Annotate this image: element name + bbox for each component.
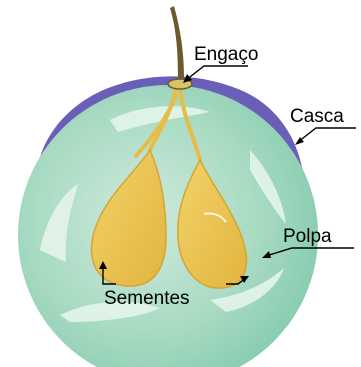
stem: [170, 6, 184, 78]
label-seeds: Sementes: [104, 288, 190, 309]
label-pulp: Polpa: [283, 226, 332, 247]
label-skin: Casca: [290, 106, 344, 127]
leader-stem: [186, 66, 248, 80]
label-stem: Engaço: [194, 44, 258, 65]
leader-skin: [298, 128, 356, 142]
